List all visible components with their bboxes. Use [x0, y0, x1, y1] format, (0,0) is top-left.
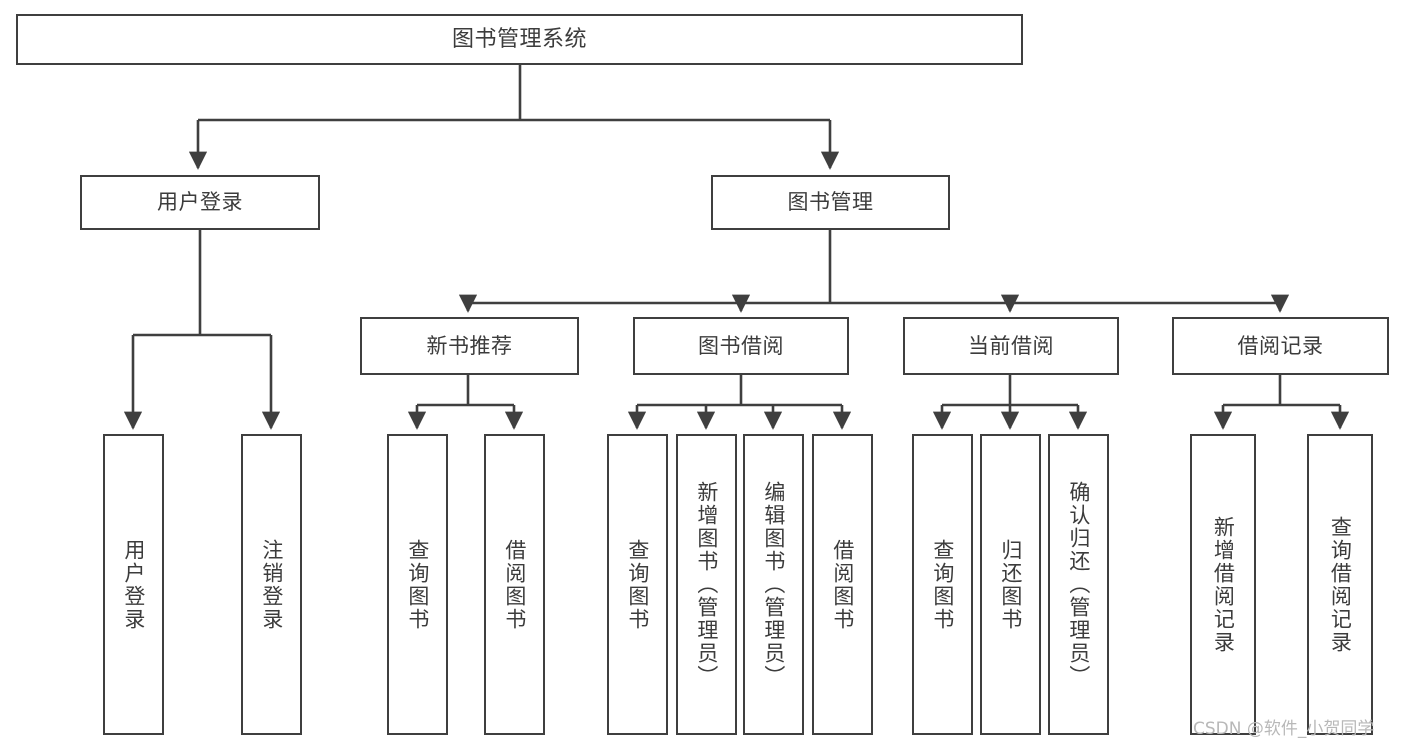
- node-leaf-borrow-book-2[interactable]: 借阅图书: [812, 434, 873, 735]
- node-leaf-query-book-3[interactable]: 查询图书: [912, 434, 973, 735]
- node-borrow-record[interactable]: 借阅记录: [1172, 317, 1389, 375]
- node-user-login-label: 用户登录: [157, 190, 243, 215]
- node-leaf-return-book[interactable]: 归还图书: [980, 434, 1041, 735]
- node-leaf-edit-book[interactable]: 编辑图书（管理员）: [743, 434, 804, 735]
- node-leaf-query-book-2[interactable]: 查询图书: [607, 434, 668, 735]
- node-book-borrow-label: 图书借阅: [698, 333, 784, 358]
- node-root[interactable]: 图书管理系统: [16, 14, 1023, 65]
- node-leaf-user-logout[interactable]: 注销登录: [241, 434, 302, 735]
- node-leaf-user-login-label: 用户登录: [121, 538, 146, 631]
- node-current-borrow[interactable]: 当前借阅: [903, 317, 1119, 375]
- node-leaf-user-logout-label: 注销登录: [259, 538, 284, 631]
- node-leaf-borrow-book-1-label: 借阅图书: [502, 538, 527, 631]
- node-leaf-query-book-1[interactable]: 查询图书: [387, 434, 448, 735]
- node-leaf-edit-book-label: 编辑图书（管理员）: [761, 481, 786, 688]
- node-new-book-rec-label: 新书推荐: [426, 333, 513, 358]
- node-leaf-borrow-book-1[interactable]: 借阅图书: [484, 434, 545, 735]
- node-leaf-query-book-3-label: 查询图书: [930, 538, 955, 631]
- node-leaf-query-record-label: 查询借阅记录: [1328, 515, 1353, 654]
- node-leaf-add-book[interactable]: 新增图书（管理员）: [676, 434, 737, 735]
- node-book-manage-label: 图书管理: [787, 190, 874, 215]
- node-book-manage[interactable]: 图书管理: [711, 175, 950, 230]
- node-leaf-confirm-return[interactable]: 确认归还（管理员）: [1048, 434, 1109, 735]
- node-leaf-query-record[interactable]: 查询借阅记录: [1307, 434, 1373, 735]
- watermark: CSDN @软件_小贺同学: [1193, 719, 1375, 739]
- node-book-borrow[interactable]: 图书借阅: [633, 317, 849, 375]
- node-new-book-rec[interactable]: 新书推荐: [360, 317, 579, 375]
- node-root-label: 图书管理系统: [451, 26, 587, 52]
- node-leaf-add-record[interactable]: 新增借阅记录: [1190, 434, 1256, 735]
- node-user-login[interactable]: 用户登录: [80, 175, 320, 230]
- node-leaf-query-book-2-label: 查询图书: [625, 538, 650, 631]
- node-leaf-add-book-label: 新增图书（管理员）: [694, 481, 719, 688]
- node-leaf-add-record-label: 新增借阅记录: [1211, 515, 1236, 654]
- node-leaf-return-book-label: 归还图书: [998, 538, 1023, 631]
- node-leaf-query-book-1-label: 查询图书: [405, 538, 430, 631]
- node-leaf-user-login[interactable]: 用户登录: [103, 434, 164, 735]
- node-current-borrow-label: 当前借阅: [968, 333, 1054, 358]
- node-leaf-confirm-return-label: 确认归还（管理员）: [1066, 481, 1091, 688]
- node-leaf-borrow-book-2-label: 借阅图书: [830, 538, 855, 631]
- node-borrow-record-label: 借阅记录: [1237, 333, 1324, 358]
